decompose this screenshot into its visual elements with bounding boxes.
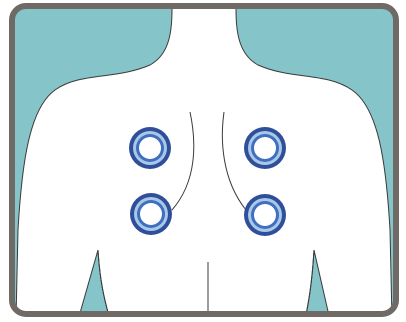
electrode-upper-right [244, 127, 286, 169]
electrode-upper-left [129, 127, 171, 169]
electrode-lower-left [130, 193, 172, 235]
electrode-lower-right [244, 194, 286, 236]
